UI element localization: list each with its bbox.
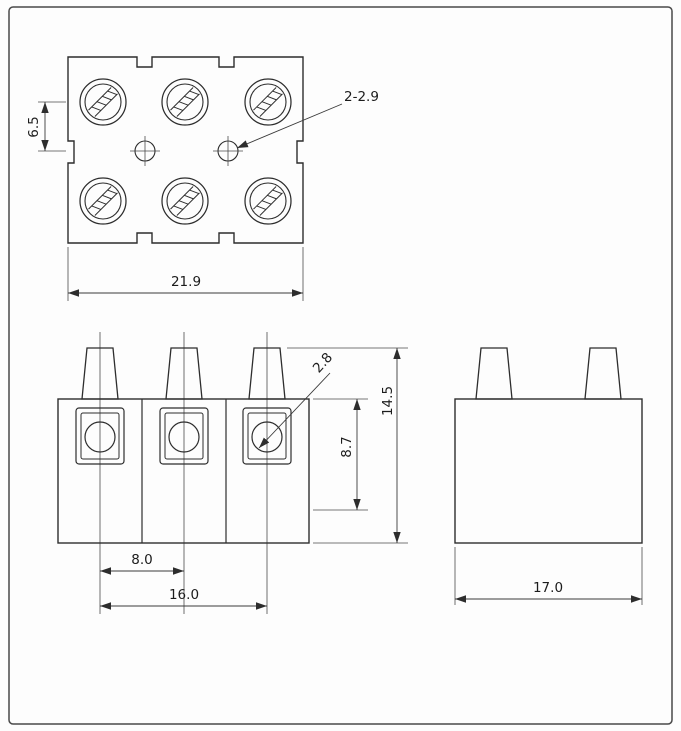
mounting-hole-2 — [212, 135, 244, 167]
dim-row-spacing: 6.5 — [26, 101, 66, 152]
screw-terminal-4 — [79, 177, 127, 225]
top-view — [67, 56, 304, 244]
dim-body-height: 8.7 — [313, 398, 368, 511]
screw-terminal-6 — [244, 177, 292, 225]
dim-overall-width: 21.9 — [67, 247, 304, 301]
dim-label-hole-callout: 2-2.9 — [344, 89, 379, 105]
dim-pole-pitch: 8.0 — [100, 552, 184, 575]
side-view — [454, 347, 643, 544]
dim-label-total-height: 14.5 — [380, 386, 396, 416]
mounting-hole-1 — [129, 135, 161, 167]
dim-label-body-height: 8.7 — [339, 436, 355, 457]
screw-terminal-3 — [244, 78, 292, 126]
side-screw-head-1 — [475, 347, 513, 400]
dim-label-pitch-span: 16.0 — [169, 587, 199, 603]
screw-terminal-2 — [161, 78, 209, 126]
side-body-outline — [454, 398, 643, 544]
dim-depth: 17.0 — [454, 547, 643, 605]
leader-line — [258, 372, 331, 449]
dim-label-overall-width: 21.9 — [171, 274, 201, 290]
drawing-border — [8, 6, 673, 725]
screw-terminal-1 — [79, 78, 127, 126]
dim-total-height: 14.5 — [287, 347, 408, 544]
dim-label-row-spacing: 6.5 — [26, 116, 42, 137]
side-screw-head-2 — [584, 347, 622, 400]
top-view-body-outline — [67, 56, 304, 244]
screw-terminal-5 — [161, 177, 209, 225]
front-view — [57, 332, 310, 614]
dim-label-pole-pitch: 8.0 — [131, 552, 152, 568]
dim-label-depth: 17.0 — [533, 580, 563, 596]
dim-pitch-span: 16.0 — [100, 587, 267, 610]
dim-label-screw-hole: 2.8 — [310, 350, 336, 377]
callout-mounting-holes: 2-2.9 — [236, 89, 379, 149]
front-body-outline — [57, 398, 310, 544]
leader-line — [236, 103, 343, 149]
